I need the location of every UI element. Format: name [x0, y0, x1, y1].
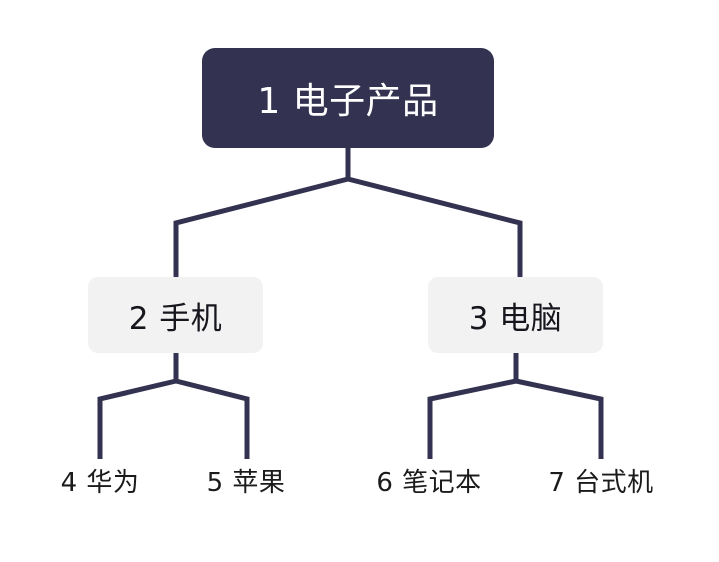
tree-node-6-label: 6 笔记本: [376, 467, 482, 498]
edge-2-to-5: [175, 378, 250, 459]
tree-node-1-label: 1 电子产品: [257, 81, 439, 122]
tree-node-4-huawei[interactable]: 4 华为: [25, 462, 175, 498]
tree-node-7-desktop[interactable]: 7 台式机: [526, 462, 676, 498]
edge-3-to-6: [427, 378, 517, 459]
edge-2-to-4: [97, 378, 177, 459]
tree-node-5-label: 5 苹果: [206, 467, 286, 498]
tree-node-1-electronics[interactable]: 1 电子产品: [202, 48, 494, 148]
edge-1-to-2: [173, 176, 349, 277]
edge-3-to-7: [515, 378, 604, 459]
edge-1-to-3: [347, 176, 523, 277]
tree-node-4-label: 4 华为: [60, 467, 140, 498]
tree-node-7-label: 7 台式机: [548, 467, 654, 498]
tree-node-2-phone[interactable]: 2 手机: [88, 277, 263, 353]
tree-node-3-computer[interactable]: 3 电脑: [428, 277, 603, 353]
tree-node-5-apple[interactable]: 5 苹果: [171, 462, 321, 498]
tree-node-2-label: 2 手机: [128, 300, 223, 337]
tree-node-3-label: 3 电脑: [468, 300, 563, 337]
tree-node-6-laptop[interactable]: 6 笔记本: [354, 462, 504, 498]
